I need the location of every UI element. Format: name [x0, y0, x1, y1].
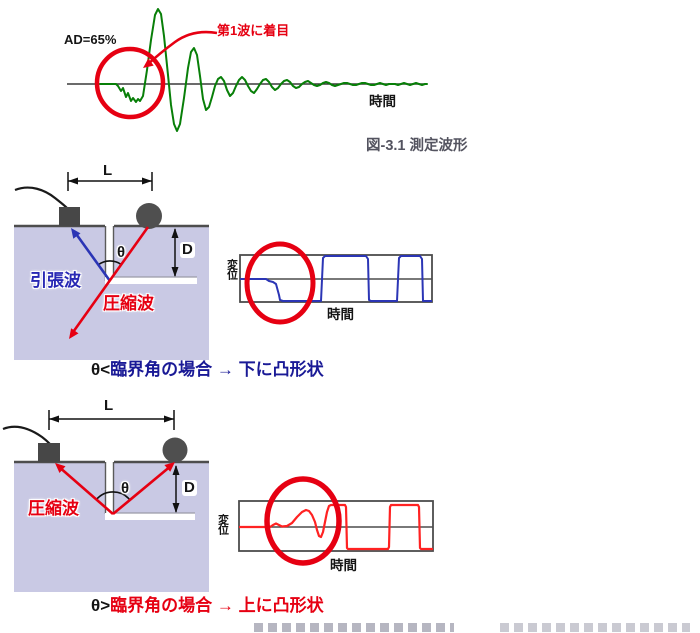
crack-depth-level — [105, 513, 195, 520]
angle-arc — [97, 260, 122, 266]
diagram-above-critical — [2, 410, 209, 592]
length-dim-label: L — [103, 162, 113, 179]
sensor-cable — [14, 186, 68, 209]
compression-wave-arrow — [69, 226, 150, 339]
tensile-wave-arrow — [71, 228, 112, 282]
first-wave-highlight-circle — [94, 46, 166, 120]
time-axis-label-top: 時間 — [369, 94, 396, 109]
first-wave-annotation: 第1波に着目 — [217, 23, 290, 38]
receiver-sensor — [38, 443, 60, 462]
callout-arrow — [143, 30, 218, 68]
upward-convex-highlight-circle — [264, 476, 342, 566]
crack-depth-level — [105, 277, 197, 284]
measured-waveform-plot — [67, 8, 428, 132]
tensile-wave-label: 引張波 — [30, 271, 81, 290]
displacement-axis-label: 変位 — [225, 259, 238, 279]
green-waveform — [99, 8, 428, 132]
caption-condition: θ> — [91, 596, 111, 615]
downward-convex-highlight-circle — [244, 241, 316, 325]
depth-dim-label: D — [180, 241, 195, 258]
caption-text: 臨界角の場合 → 上に凸形状 — [110, 596, 324, 615]
time-axis-label: 時間 — [330, 558, 357, 573]
caption-below-critical: θ<臨界角の場合 → 下に凸形状 — [91, 361, 324, 379]
diagram-below-critical — [14, 172, 209, 360]
ad-ratio-label: AD=65% — [64, 32, 117, 47]
impactor-ball — [162, 437, 188, 463]
length-dim-label: L — [104, 397, 114, 414]
crack-slot — [105, 460, 114, 516]
sensor-cable — [2, 425, 51, 445]
impactor-ball — [136, 203, 162, 229]
compression-wave-arrows — [55, 462, 175, 516]
dimension-L — [48, 410, 175, 430]
displacement-axis-label: 変位 — [216, 514, 229, 534]
caption-condition: θ< — [91, 360, 111, 379]
caption-text: 臨界角の場合 → 下に凸形状 — [110, 360, 324, 379]
blue-square-wave — [240, 255, 432, 302]
dimension-D — [171, 228, 179, 277]
crack-slot — [105, 224, 114, 282]
angle-theta-label: θ — [117, 244, 126, 261]
figure-caption: 図-3.1 測定波形 — [366, 138, 468, 154]
compression-wave-label: 圧縮波 — [28, 499, 79, 518]
dimension-L — [67, 172, 153, 191]
red-wave — [239, 503, 433, 551]
receiver-sensor — [59, 207, 80, 226]
chart-below-critical — [239, 241, 433, 325]
time-axis-label: 時間 — [327, 307, 354, 322]
depth-dim-label: D — [182, 479, 197, 496]
cutoff-caption-fragment — [500, 623, 690, 632]
angle-arc — [95, 491, 131, 501]
caption-above-critical: θ>臨界角の場合 → 上に凸形状 — [91, 597, 324, 615]
cutoff-caption-fragment — [254, 623, 454, 632]
compression-wave-label: 圧縮波 — [103, 294, 154, 313]
chart-above-critical — [238, 476, 434, 566]
dimension-D — [172, 465, 180, 513]
angle-theta-label: θ — [121, 480, 130, 497]
